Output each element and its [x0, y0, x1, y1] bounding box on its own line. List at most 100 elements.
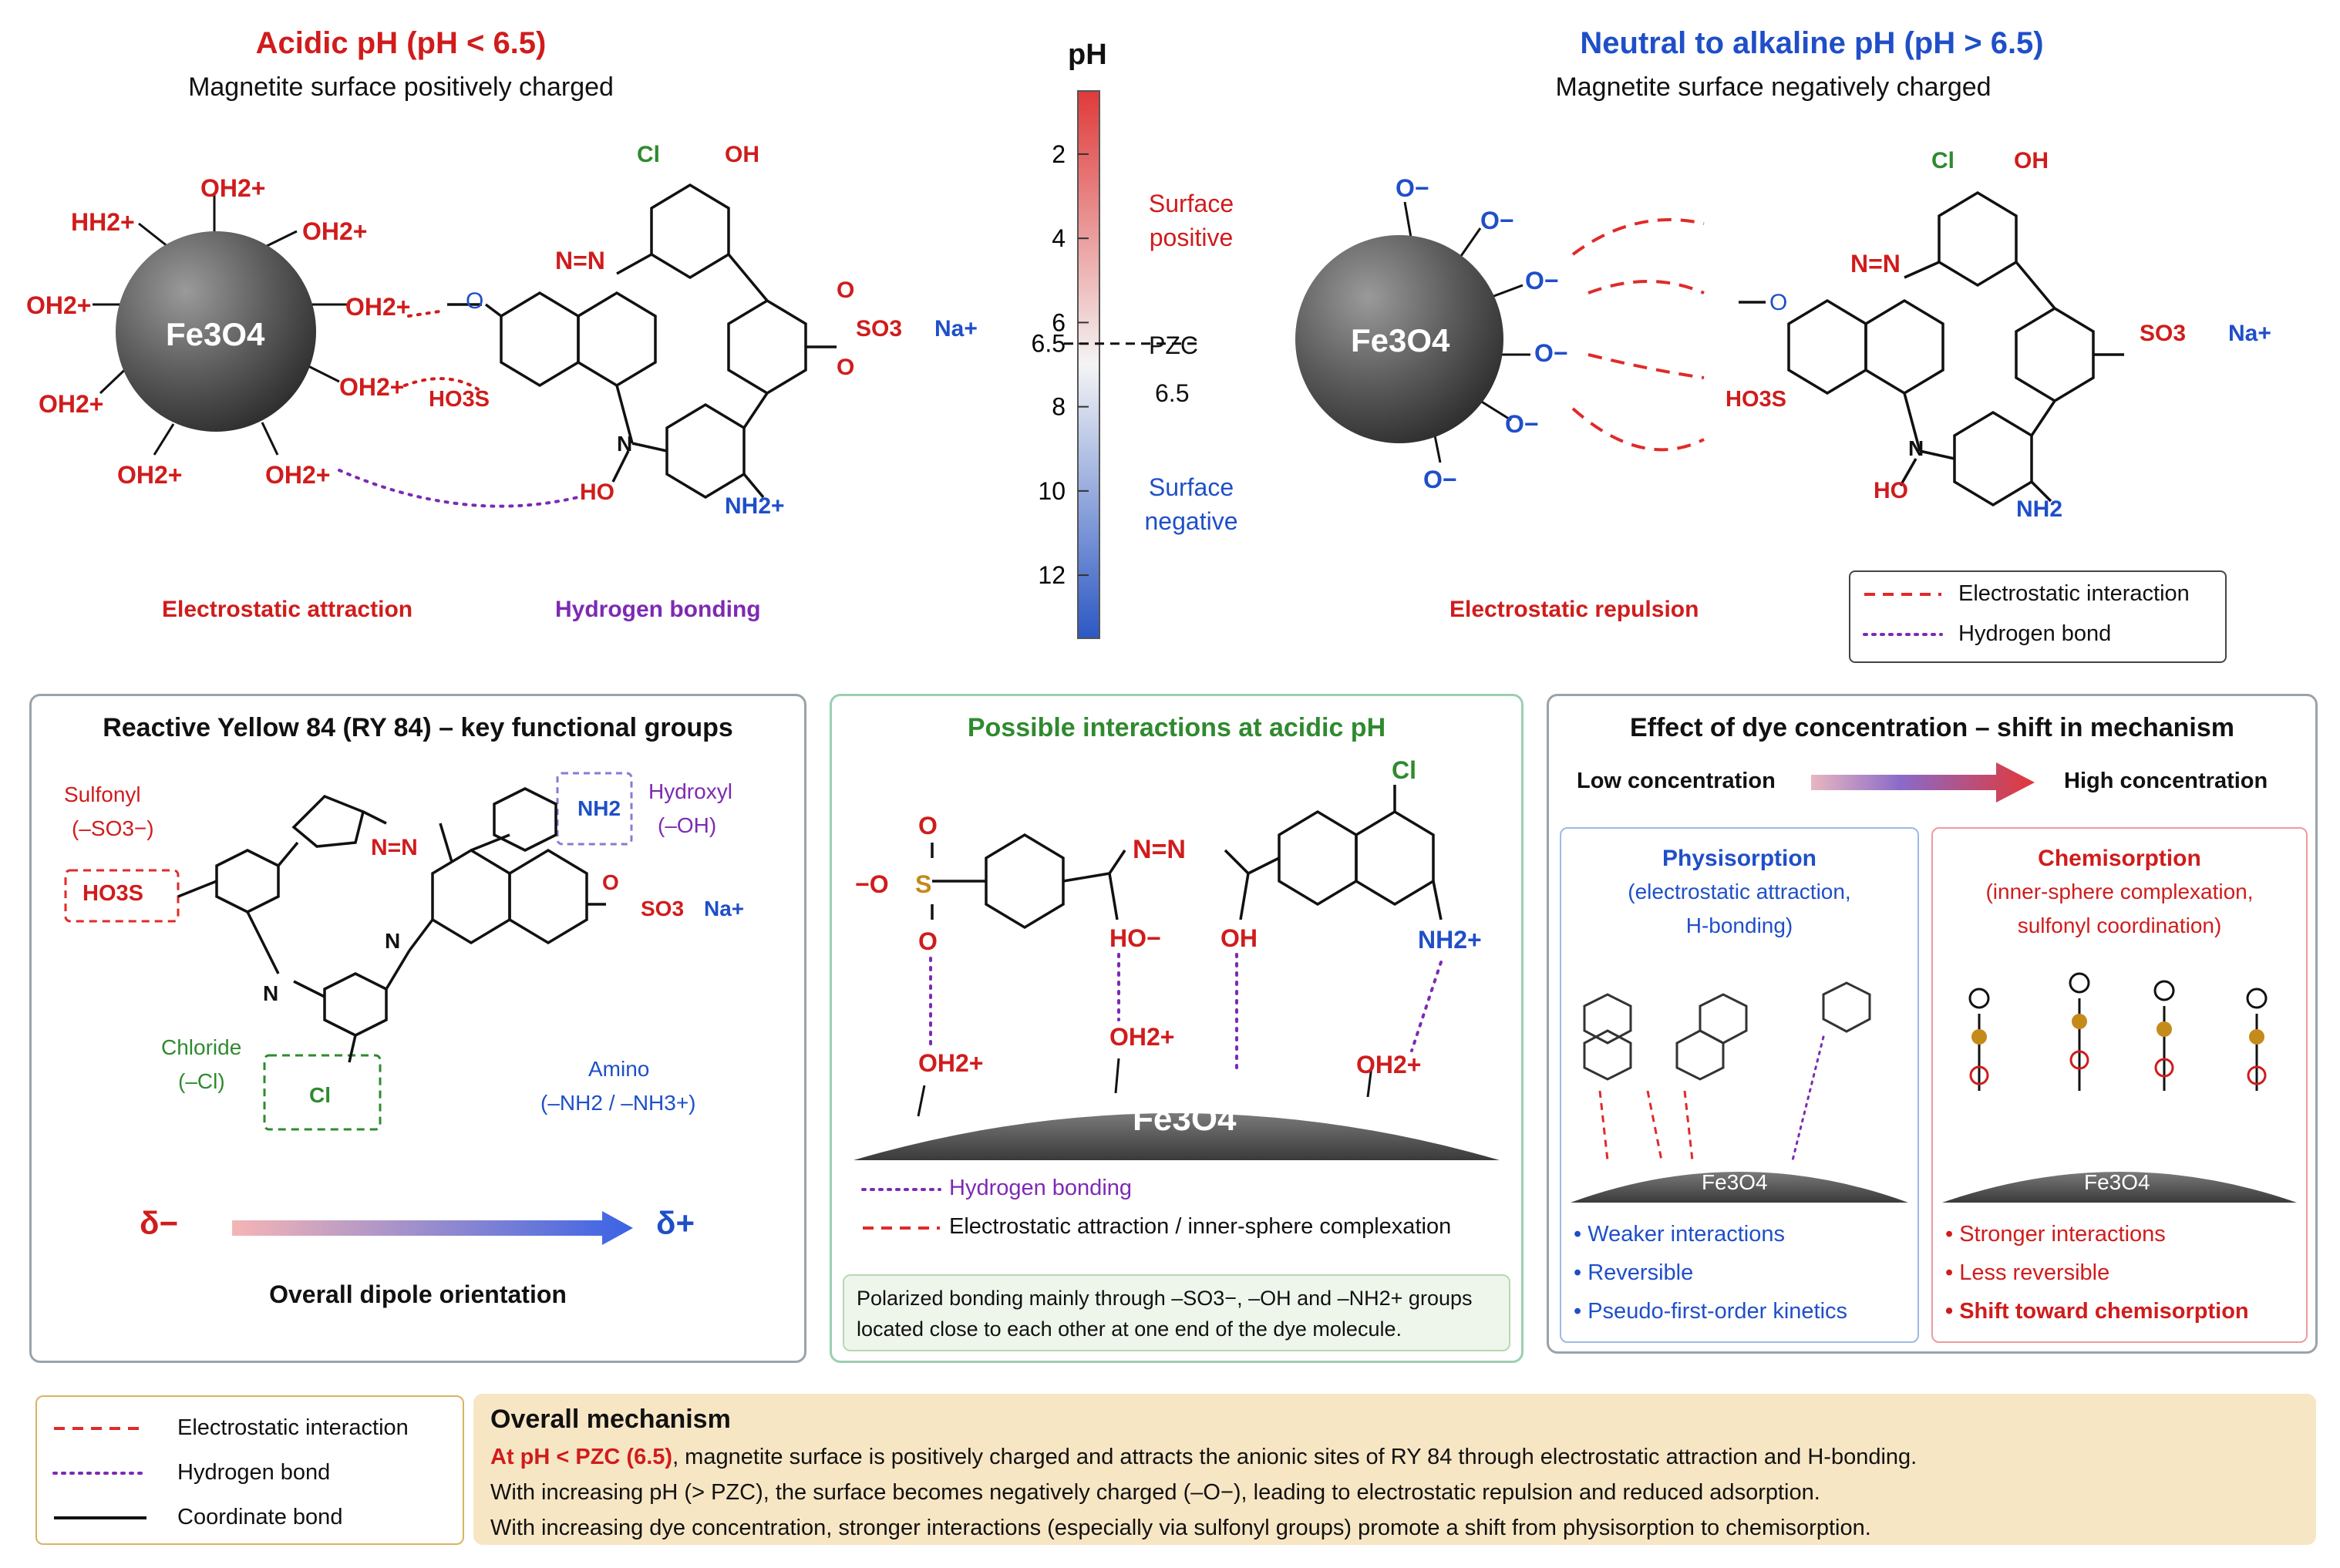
delta-plus: δ+ [656, 1205, 695, 1241]
low-concentration: Low concentration [1577, 769, 1776, 793]
surface-group: OH2+ [265, 461, 331, 489]
ry84-so3: SO3 [641, 897, 685, 920]
dye-azo: N=N [555, 247, 605, 274]
fe3o4-label-left: Fe3O4 [166, 316, 265, 352]
chemi-bullet: • Stronger interactions [1945, 1222, 2166, 1247]
ry84-na: Na+ [704, 897, 745, 920]
ph-tick-label: 8 [1052, 393, 1066, 421]
sulfonyl-label: Sulfonyl [64, 782, 141, 806]
panel-interactions: Possible interactions at acidic pH [830, 694, 1524, 1363]
note-line-2: located close to each other at one end o… [857, 1317, 1402, 1341]
label-hydrogen-bonding: Hydrogen bonding [555, 597, 761, 622]
dye-ho3s: HO3S [429, 387, 490, 412]
fe3o4-label-right: Fe3O4 [1351, 322, 1450, 358]
physi-sub-2: H-bonding) [1685, 914, 1793, 937]
fe3o4-particle-right [1295, 235, 1503, 443]
surface-group: OH2+ [200, 174, 266, 202]
chloride-label: Chloride [161, 1035, 242, 1059]
int-s: S [915, 870, 932, 898]
pzc-label: PZC [1149, 331, 1198, 359]
chemi-fe3o4-label: Fe3O4 [2084, 1170, 2150, 1194]
int-azo: N=N [1133, 835, 1186, 864]
int-surface-group: OH2+ [918, 1049, 984, 1077]
dye-cl: Cl [1931, 148, 1954, 173]
ry84-o: O [602, 870, 619, 894]
dye-ho: HO [580, 479, 614, 505]
amino-label: Amino [588, 1057, 650, 1081]
surface-group: O− [1423, 466, 1457, 493]
pzc-value: 6.5 [1155, 379, 1190, 407]
chemi-sub-1: (inner-sphere complexation, [1985, 880, 2254, 903]
surface-group: OH2+ [345, 293, 411, 321]
alkaline-subtitle: Magnetite surface negatively charged [1555, 72, 1992, 102]
overall-mechanism: Overall mechanism At pH < PZC (6.5), mag… [473, 1394, 2316, 1545]
legend-hydrogen-bond: Hydrogen bond [1863, 621, 2112, 646]
ph-tick-label: 10 [1038, 477, 1066, 505]
overall-line-1: At pH < PZC (6.5), magnetite surface is … [490, 1445, 1917, 1469]
ry84-azo: N=N [371, 835, 418, 860]
ry84-cl: Cl [309, 1083, 331, 1107]
acidic-diagram [93, 183, 837, 508]
chloride-formula: (–Cl) [178, 1069, 225, 1093]
physisorption-panel: Physisorption (electrostatic attraction,… [1560, 827, 1919, 1343]
int-o-top: O [918, 812, 938, 840]
surface-group: O− [1480, 207, 1514, 234]
ry84-n2: N [385, 929, 401, 953]
delta-minus: δ− [140, 1205, 178, 1241]
surface-positive-2: positive [1149, 224, 1234, 251]
dye-ho: HO [1874, 478, 1908, 503]
dye-so3: SO3 [856, 316, 903, 342]
dye-oh: OH [725, 142, 759, 167]
surface-group: O− [1396, 174, 1429, 202]
int-o-bot: O [918, 927, 938, 955]
int-nh2: NH2+ [1418, 926, 1482, 954]
int-legend-hbond: Hydrogen bonding [949, 1176, 1133, 1200]
acidic-subtitle: Magnetite surface positively charged [188, 72, 614, 102]
dye-o: O [1769, 290, 1788, 315]
ry84-ho3s: HO3S [82, 881, 143, 906]
physi-bullet: • Pseudo-first-order kinetics [1574, 1299, 1848, 1324]
dye-oh: OH [2014, 148, 2049, 173]
hydroxyl-label: Hydroxyl [648, 779, 732, 803]
int-fe3o4-label: Fe3O4 [1133, 1100, 1237, 1138]
ph-tick-label: 6 [1052, 308, 1066, 336]
dipole-label: Overall dipole orientation [269, 1280, 567, 1308]
ph-tick-label: 6.5 [1032, 330, 1066, 358]
dye-ho3s: HO3S [1726, 387, 1786, 412]
overall-line-2: With increasing pH (> PZC), the surface … [490, 1480, 1820, 1505]
physi-bullet: • Reversible [1574, 1260, 1694, 1285]
dye-o1: O [837, 278, 855, 303]
chemi-bullet: • Less reversible [1945, 1260, 2110, 1285]
overall-highlight: At pH < PZC (6.5) [490, 1445, 673, 1469]
panel-concentration: Effect of dye concentration – shift in m… [1547, 694, 2318, 1354]
ph-color-bar [1077, 90, 1100, 639]
high-concentration: High concentration [2064, 769, 2268, 793]
legend-hydrogen-bond: Hydrogen bond [52, 1460, 331, 1485]
conc-title: Effect of dye concentration – shift in m… [1629, 713, 2235, 742]
ry84-title: Reactive Yellow 84 (RY 84) – key functio… [103, 713, 733, 742]
top-right-legend: Electrostatic interaction Hydrogen bond [1849, 570, 2227, 663]
amino-formula: (–NH2 / –NH3+) [540, 1091, 696, 1115]
dye-na: Na+ [934, 316, 978, 342]
ry84-nh2: NH2 [577, 796, 621, 820]
overall-line-3: With increasing dye concentration, stron… [490, 1516, 1871, 1540]
surface-group: OH2+ [39, 390, 104, 418]
dye-n: N [617, 432, 633, 456]
label-electrostatic-repulsion: Electrostatic repulsion [1449, 597, 1699, 622]
ph-tick-label: 12 [1038, 561, 1066, 589]
note-line-1: Polarized bonding mainly through –SO3−, … [857, 1287, 1473, 1310]
surface-group: OH2+ [339, 373, 405, 401]
label-electrostatic-attraction: Electrostatic attraction [162, 597, 413, 622]
interactions-title: Possible interactions at acidic pH [967, 713, 1386, 742]
int-legend-electrostatic: Electrostatic attraction / inner-sphere … [949, 1214, 1452, 1239]
dye-nh2: NH2 [2016, 496, 2063, 522]
surface-negative-2: negative [1144, 507, 1238, 535]
dye-azo: N=N [1850, 250, 1901, 278]
surface-group: O− [1534, 339, 1568, 367]
surface-negative-1: Surface [1148, 473, 1234, 501]
surface-group: OH2+ [26, 291, 92, 319]
dye-nh2: NH2+ [725, 493, 785, 519]
int-surface-group: OH2+ [1109, 1023, 1175, 1051]
ph-scale-title: pH [1068, 39, 1107, 71]
